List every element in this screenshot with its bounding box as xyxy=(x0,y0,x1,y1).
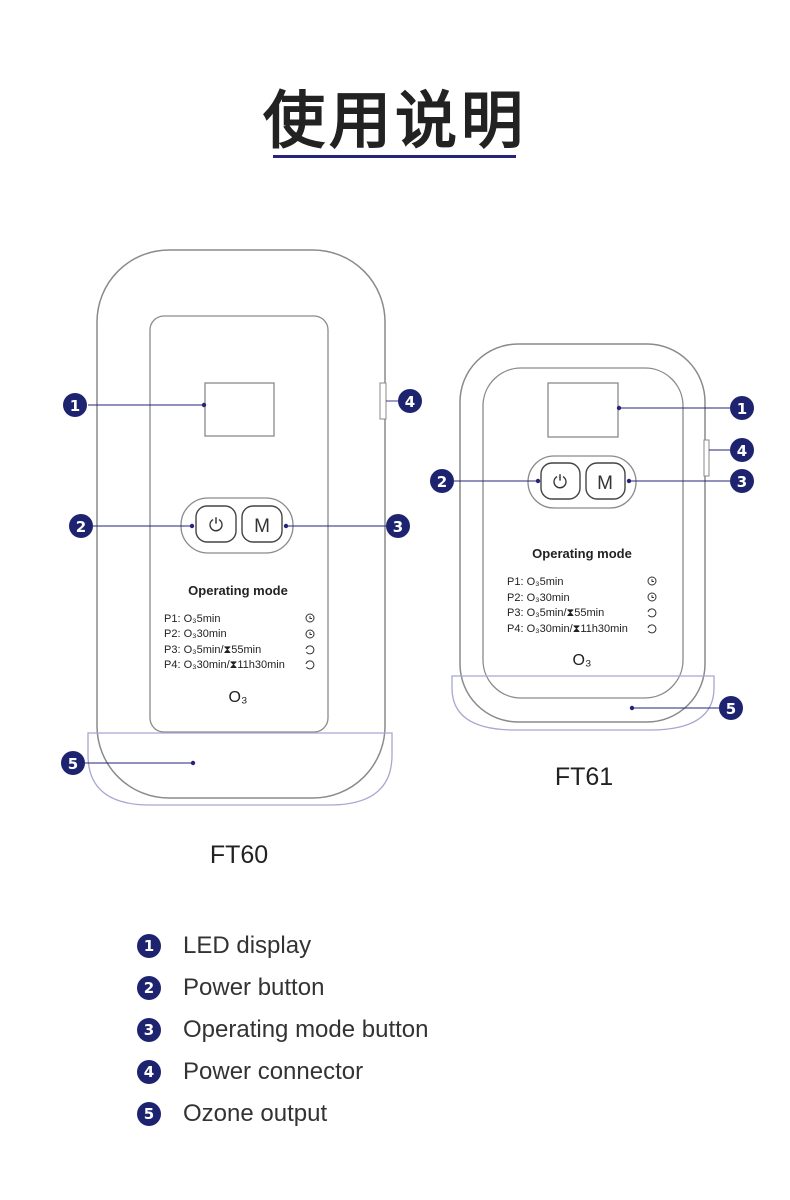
clock-icon xyxy=(305,629,315,639)
ft61-mode-p3: P3: O₃5min/⧗55min xyxy=(507,607,604,619)
ft61-callouts: 1 2 3 4 5 xyxy=(430,396,754,720)
callout-badge-5 xyxy=(61,751,85,775)
callout-badge-2 xyxy=(69,514,93,538)
clock-icon xyxy=(647,576,657,586)
clock-icon xyxy=(305,613,315,623)
callout-badge-1 xyxy=(63,393,87,417)
legend-item: 4 Power connector xyxy=(137,1051,429,1093)
legend-badge: 3 xyxy=(137,1018,161,1042)
callout-number-1: 1 xyxy=(70,397,80,415)
clock-icon xyxy=(647,592,657,602)
ft61-power-connector xyxy=(703,439,710,477)
legend-item: 5 Ozone output xyxy=(137,1093,429,1135)
callout-number-3: 3 xyxy=(737,473,747,491)
ft61-mode-p1: P1: O₃5min xyxy=(507,576,563,588)
legend-label: Power button xyxy=(183,974,325,1001)
page-title: 使用说明 xyxy=(262,84,527,157)
cycle-icon xyxy=(305,645,315,655)
ft60-power-button xyxy=(195,505,237,543)
ft60-mode-symbol: M xyxy=(254,516,270,537)
ft60-power-symbol: ⏻ xyxy=(209,515,223,536)
legend-item: 1 LED display xyxy=(137,925,429,967)
legend-badge: 1 xyxy=(137,934,161,958)
ft61-mode-title: Operating mode xyxy=(532,546,632,561)
ft61-power-symbol: ⏻ xyxy=(553,472,567,493)
ft61-model-label: FT61 xyxy=(555,763,613,791)
ft60-mode-p2: P2: O₃30min xyxy=(164,628,227,640)
legend-badge: 4 xyxy=(137,1060,161,1084)
callout-number-5: 5 xyxy=(726,700,736,718)
legend: 1 LED display 2 Power button 3 Operating… xyxy=(137,925,429,1135)
ft61-mode-p4: P4: O₃30min/⧗11h30min xyxy=(507,623,628,635)
callout-badge-3 xyxy=(730,469,754,493)
callout-number-4: 4 xyxy=(737,442,747,460)
callout-badge-3 xyxy=(386,514,410,538)
ft61-panel xyxy=(482,367,684,699)
ft60-power-connector xyxy=(379,382,387,420)
callout-number-4: 4 xyxy=(405,393,415,411)
callout-badge-5 xyxy=(719,696,743,720)
cycle-icon xyxy=(647,608,657,618)
ft61-power-button xyxy=(540,462,581,500)
callout-number-5: 5 xyxy=(68,755,78,773)
ft61-device: ⏻ M Operating mode P1: O₃5min P2: O₃30mi… xyxy=(451,343,715,791)
ft61-led-display xyxy=(547,382,619,438)
callout-badge-4 xyxy=(398,389,422,413)
ft61-mode-symbol: M xyxy=(597,473,613,494)
cycle-icon xyxy=(305,660,315,670)
ft60-ozone-symbol: O₃ xyxy=(229,689,248,706)
ft60-callouts: 1 2 3 4 5 xyxy=(61,389,422,775)
legend-badge: 5 xyxy=(137,1102,161,1126)
ft60-model-label: FT60 xyxy=(210,841,268,869)
callout-badge-2 xyxy=(430,469,454,493)
callout-badge-1 xyxy=(730,396,754,420)
callout-number-1: 1 xyxy=(737,400,747,418)
ft61-mode-p2: P2: O₃30min xyxy=(507,592,570,604)
legend-item: 3 Operating mode button xyxy=(137,1009,429,1051)
legend-label: Operating mode button xyxy=(183,1016,429,1043)
legend-label: Power connector xyxy=(183,1058,364,1085)
title-underline xyxy=(273,155,516,158)
callout-number-2: 2 xyxy=(76,518,86,536)
callout-number-2: 2 xyxy=(437,473,447,491)
legend-item: 2 Power button xyxy=(137,967,429,1009)
ft60-device: ⏻ M Operating mode P1: O₃5min P2: O₃30mi… xyxy=(87,249,393,869)
legend-label: LED display xyxy=(183,932,312,959)
ft60-mode-button xyxy=(241,505,283,543)
cycle-icon xyxy=(647,624,657,634)
ft60-mode-p3: P3: O₃5min/⧗55min xyxy=(164,644,261,656)
legend-label: Ozone output xyxy=(183,1100,328,1127)
ft61-ozone-symbol: O₃ xyxy=(573,652,592,669)
callout-number-3: 3 xyxy=(393,518,403,536)
ft60-mode-title: Operating mode xyxy=(188,583,288,598)
ft61-ozone-output xyxy=(451,675,715,731)
legend-badge: 2 xyxy=(137,976,161,1000)
ft60-mode-p1: P1: O₃5min xyxy=(164,613,220,625)
ft61-mode-button xyxy=(585,462,626,500)
ft60-led-display xyxy=(204,382,275,437)
callout-badge-4 xyxy=(730,438,754,462)
ft60-ozone-output xyxy=(87,732,393,806)
ft60-mode-p4: P4: O₃30min/⧗11h30min xyxy=(164,659,285,671)
